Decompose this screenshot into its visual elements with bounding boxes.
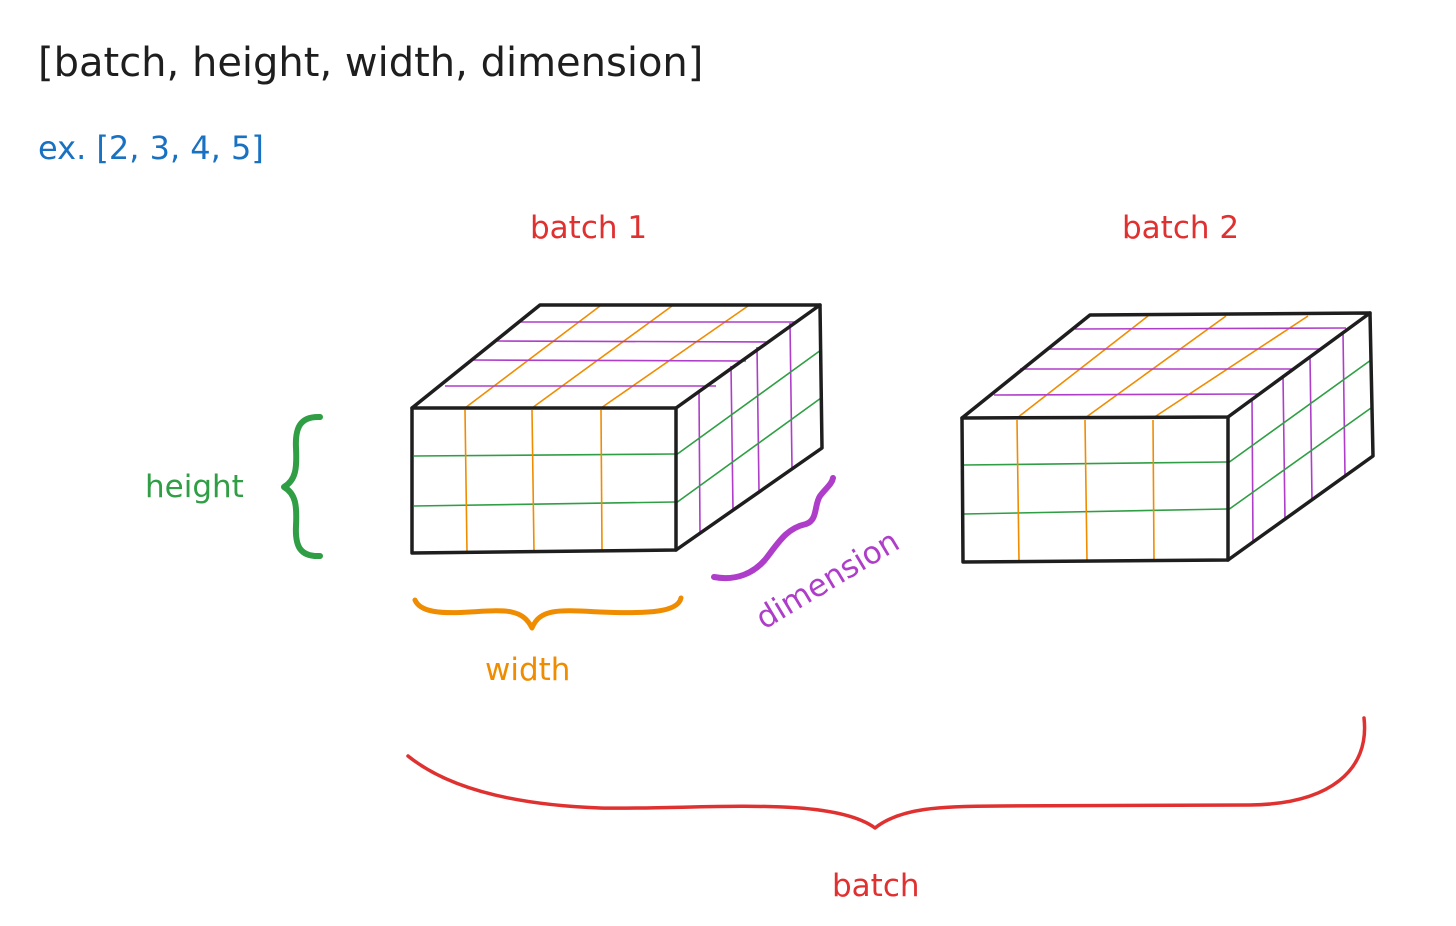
width-label: width [485, 652, 570, 688]
batch-2-side-face [1228, 313, 1373, 560]
batch-2-side-height-lines [1227, 359, 1372, 511]
batch-2-top-width-lines [1016, 315, 1309, 419]
batch-1-height-lines [413, 453, 676, 507]
batch-1-top-width-lines [464, 305, 749, 409]
batch-2-side-dimension-lines [1251, 331, 1346, 544]
dimension-label: dimension [750, 523, 906, 637]
batch-1-width-lines [464, 409, 603, 553]
width-brace [412, 595, 684, 631]
height-brace [281, 413, 323, 560]
batch-1-box [410, 303, 824, 555]
batch-2-width-lines [1016, 419, 1155, 562]
batch-2-top-face [962, 313, 1370, 418]
batch-1-side-height-lines [675, 349, 822, 504]
batch-2-box [960, 311, 1375, 564]
batch-1-side-face [676, 305, 822, 550]
height-label: height [145, 469, 244, 505]
shape-title: [batch, height, width, dimension] [38, 40, 703, 86]
batch-1-top-dimension-lines [445, 321, 796, 387]
batch-2-front-face [962, 417, 1228, 562]
batch-label: batch [832, 868, 920, 904]
batch-brace [406, 716, 1367, 830]
batch-2-height-lines [963, 461, 1228, 515]
batch-2-label: batch 2 [1122, 210, 1239, 246]
batch-1-side-dimension-lines [698, 322, 793, 534]
batch-1-label: batch 1 [530, 210, 647, 246]
dimension-brace [711, 475, 836, 582]
batch-1-front-face [412, 408, 676, 553]
shape-example: ex. [2, 3, 4, 5] [38, 129, 264, 167]
batch-2-top-dimension-lines [993, 327, 1347, 396]
batch-1-top-face [412, 305, 820, 408]
